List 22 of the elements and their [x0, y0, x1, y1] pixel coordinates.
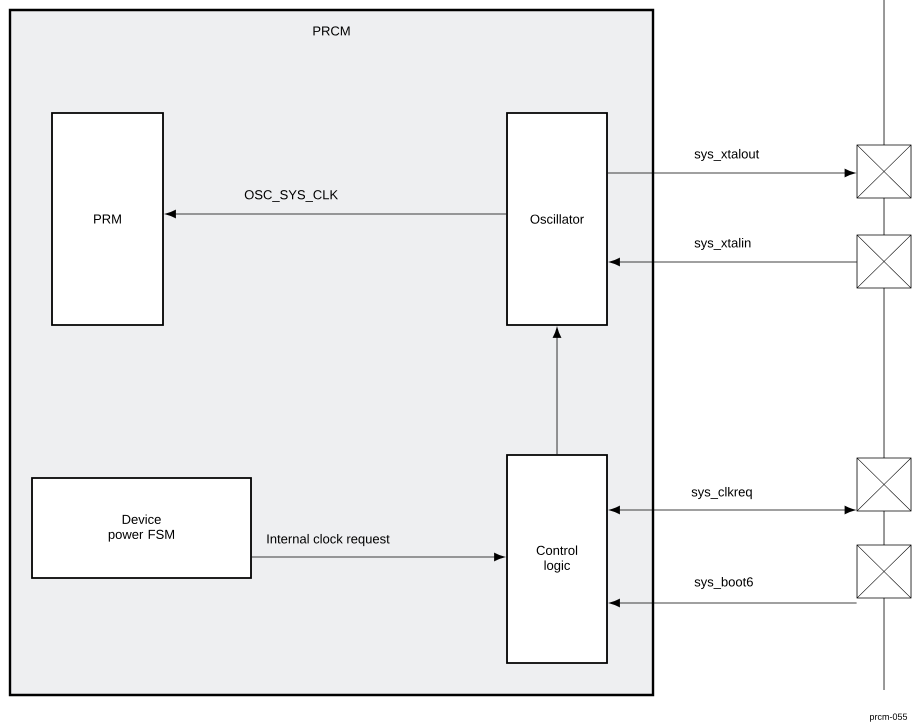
arrow	[608, 168, 856, 178]
arrow	[252, 552, 505, 562]
edge-label: OSC_SYS_CLK	[243, 189, 340, 203]
arrow	[609, 258, 857, 266]
arrow	[609, 506, 856, 514]
pad-symbol	[856, 544, 912, 598]
block-box: Oscillator	[506, 112, 608, 326]
edge-label: Internal clock request	[265, 532, 391, 548]
figure-id: prcm-055	[870, 714, 908, 722]
edge-label: sys_xtalout	[693, 148, 760, 162]
block-box: Control logic	[506, 454, 608, 664]
edge-label: sys_xtalin	[693, 236, 752, 252]
block-box: PRM	[51, 112, 164, 326]
arrow	[552, 327, 562, 454]
block-box: Device power FSM	[31, 477, 252, 579]
pad-symbol	[856, 234, 912, 288]
edge-label: sys_clkreq	[690, 486, 754, 500]
edge-label: sys_boot6	[693, 576, 754, 590]
arrow	[609, 598, 857, 608]
pad-symbol	[856, 144, 912, 198]
arrow	[165, 210, 506, 218]
pad-symbol	[856, 458, 912, 512]
